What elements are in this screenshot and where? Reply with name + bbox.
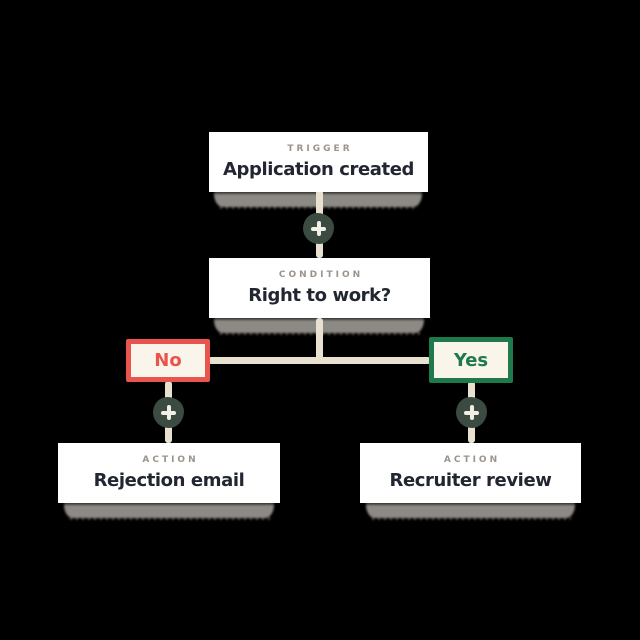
node-type-label: ACTION [142, 455, 199, 465]
node-title: Rejection email [93, 470, 245, 491]
plus-icon [311, 221, 326, 236]
add-step-button[interactable] [303, 213, 334, 244]
node-type-label: TRIGGER [287, 144, 353, 154]
connector-line [208, 357, 431, 364]
action-node-review[interactable]: ACTION Recruiter review [360, 443, 581, 503]
connector-line [316, 318, 323, 364]
plus-icon [464, 405, 479, 420]
action-node-rejection[interactable]: ACTION Rejection email [58, 443, 280, 503]
node-shadow [64, 502, 274, 522]
node-shadow [366, 502, 575, 522]
trigger-node[interactable]: TRIGGER Application created [209, 132, 428, 192]
plus-icon [161, 405, 176, 420]
add-step-button[interactable] [456, 397, 487, 428]
condition-node[interactable]: CONDITION Right to work? [209, 258, 430, 318]
branch-yes-badge: Yes [429, 337, 513, 383]
node-title: Right to work? [248, 285, 391, 306]
node-type-label: ACTION [443, 455, 501, 465]
add-step-button[interactable] [153, 397, 184, 428]
branch-no-label: No [154, 350, 182, 371]
node-title: Recruiter review [389, 470, 552, 491]
node-title: Application created [222, 159, 415, 180]
branch-no-badge: No [126, 339, 210, 382]
node-type-label: CONDITION [278, 270, 364, 280]
branch-yes-label: Yes [453, 349, 489, 371]
